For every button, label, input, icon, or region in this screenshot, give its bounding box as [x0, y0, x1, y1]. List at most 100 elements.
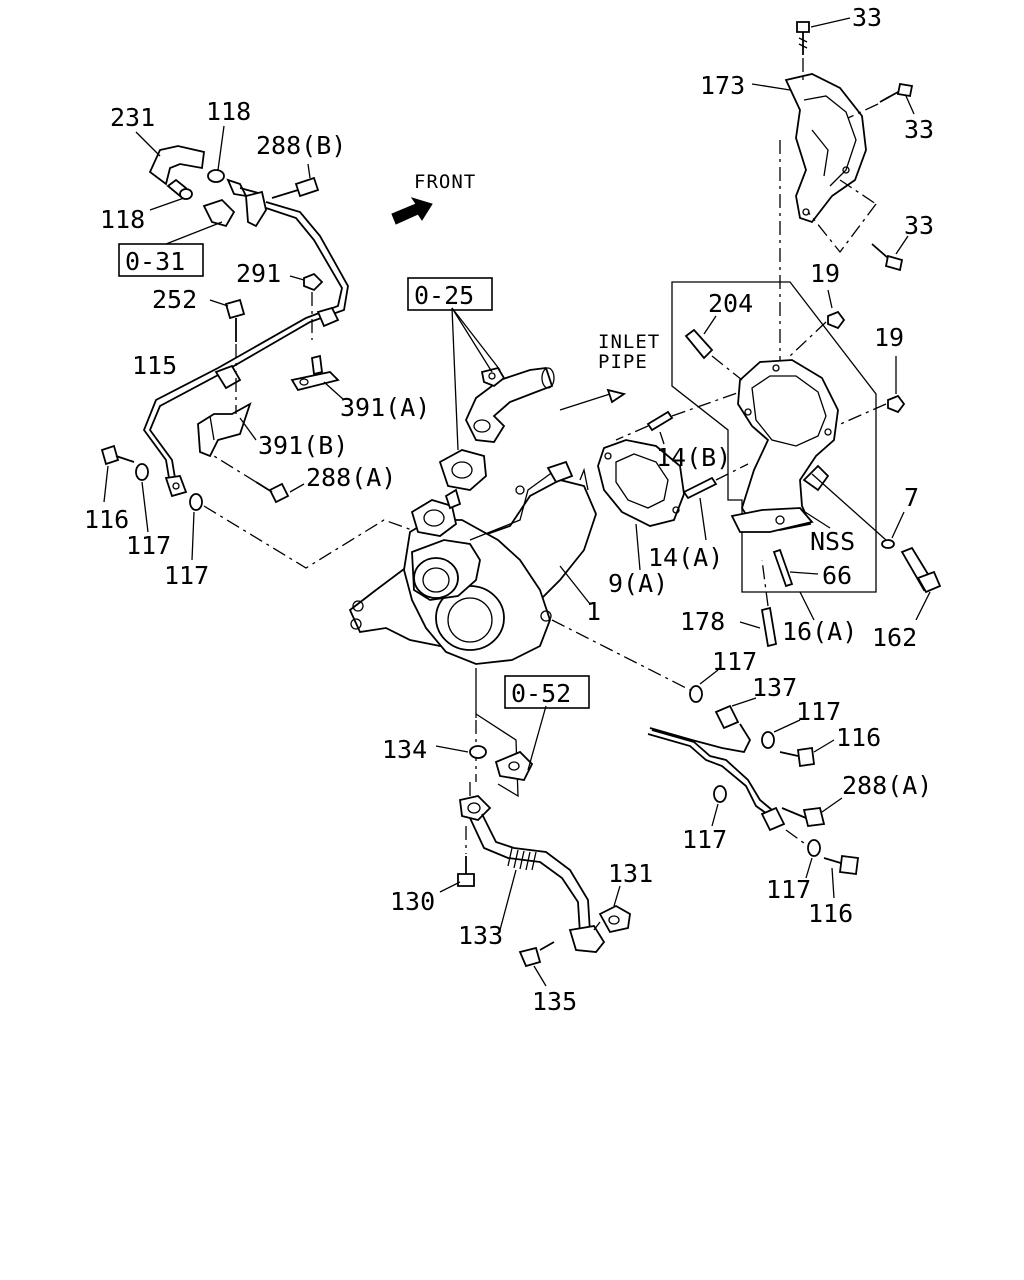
callout-137: 137: [752, 673, 797, 702]
bolt-130: [457, 856, 475, 887]
nut-291: [303, 272, 324, 292]
callout-nss: NSS: [810, 527, 855, 556]
flange-052: [494, 750, 534, 781]
gasket-inlet: [438, 449, 487, 491]
bolt-252: [224, 298, 246, 342]
callout-117-f: 117: [766, 875, 811, 904]
callout-117-c: 117: [712, 647, 757, 676]
washer-117-d: [761, 731, 775, 749]
callout-117-b: 117: [164, 561, 209, 590]
bracket-288b: [245, 190, 267, 228]
pipe-label: PIPE: [598, 351, 648, 373]
bolt-288a-left: [255, 481, 290, 504]
callout-116-right-upper: 116: [836, 723, 881, 752]
bolt-33-top: [796, 21, 810, 55]
callout-117-d: 117: [796, 697, 841, 726]
callout-19-upper: 19: [810, 259, 840, 288]
bolt-33-right: [879, 82, 914, 103]
clamp-118-lower: [179, 188, 193, 200]
turbocharger-1: [348, 460, 597, 665]
callout-14a: 14(A): [648, 543, 723, 572]
callout-252: 252: [152, 285, 197, 314]
heat-shield-173: [784, 73, 867, 224]
callout-9a: 9(A): [608, 569, 668, 598]
callout-115: 115: [132, 351, 177, 380]
washer-117-c: [689, 685, 703, 703]
washer-7: [881, 539, 895, 549]
stud-391a: [290, 354, 340, 392]
callout-130: 130: [390, 887, 435, 916]
front-label: FRONT: [414, 171, 476, 193]
callout-133: 133: [458, 921, 503, 950]
bolt-288a-right: [781, 807, 826, 827]
callout-291: 291: [236, 259, 281, 288]
stud-14a: [682, 476, 718, 500]
oil-feed-pipe-137: [649, 723, 752, 754]
bolt-288b: [271, 176, 320, 199]
stud-178: [760, 606, 778, 648]
washer-117-f: [807, 839, 821, 857]
bolt-116-left: [100, 444, 135, 466]
callout-116-left: 116: [84, 505, 129, 534]
callout-162: 162: [872, 623, 917, 652]
callout-33-right: 33: [904, 115, 934, 144]
dowel-pin-204: [684, 328, 714, 360]
ref-box-025: [407, 277, 493, 311]
callout-19-lower: 19: [874, 323, 904, 352]
washer-117-a: [135, 463, 149, 481]
bolt-116-right-upper: [779, 746, 816, 768]
ref-025: 0-25: [414, 281, 474, 310]
callout-204: 204: [708, 289, 753, 318]
callout-173: 173: [700, 71, 745, 100]
bolt-116-right-lower: [823, 854, 860, 876]
callout-33-top: 33: [852, 3, 882, 32]
ref-052: 0-52: [511, 679, 571, 708]
oil-pipe-115: [148, 201, 349, 485]
nut-19-lower: [887, 394, 906, 414]
ref-box-031: [118, 243, 204, 277]
clamp-118-upper: [207, 169, 225, 183]
banjo-137: [714, 704, 740, 730]
ref-031: 0-31: [125, 247, 185, 276]
exhaust-elbow-16a: [730, 359, 839, 533]
callout-118-lower: 118: [100, 205, 145, 234]
callout-134: 134: [382, 735, 427, 764]
clip-pipe: [214, 306, 340, 390]
connector-031: [202, 198, 236, 228]
front-arrow-icon: [391, 197, 433, 225]
bracket-391b: [197, 402, 252, 458]
callout-66: 66: [822, 561, 852, 590]
callout-118-upper: 118: [206, 97, 251, 126]
nut-19-upper: [827, 310, 846, 330]
ref-box-052: [504, 675, 590, 709]
callout-117-e: 117: [682, 825, 727, 854]
callout-116-right-lower: 116: [808, 899, 853, 928]
callout-288a-right: 288(A): [842, 771, 932, 800]
gasket-134: [469, 745, 487, 759]
bolt-33-lower: [871, 243, 904, 272]
oil-return-pipe-133: [459, 795, 606, 953]
callout-131: 131: [608, 859, 653, 888]
callout-16a: 16(A): [782, 617, 857, 646]
callout-135: 135: [532, 987, 577, 1016]
washer-117-e: [713, 785, 727, 803]
callout-1: 1: [586, 597, 601, 626]
callout-33-lower: 33: [904, 211, 934, 240]
callout-288a-left: 288(A): [306, 463, 396, 492]
callout-231: 231: [110, 103, 155, 132]
callout-288b: 288(B): [256, 131, 346, 160]
bolt-135: [518, 941, 555, 968]
stud-66: [772, 548, 794, 588]
washer-117-b: [189, 493, 203, 511]
gasket-131: [598, 904, 631, 934]
bolt-162: [900, 546, 942, 594]
stud-14b: [646, 410, 674, 432]
gasket-9a: [597, 439, 685, 527]
banjo-lower-right: [760, 806, 786, 832]
callout-391b: 391(B): [258, 431, 348, 460]
inlet-pipe-bracket: [465, 366, 555, 443]
banjo-left: [164, 475, 188, 498]
callout-178: 178: [680, 607, 725, 636]
callout-14b: 14(B): [656, 443, 731, 472]
